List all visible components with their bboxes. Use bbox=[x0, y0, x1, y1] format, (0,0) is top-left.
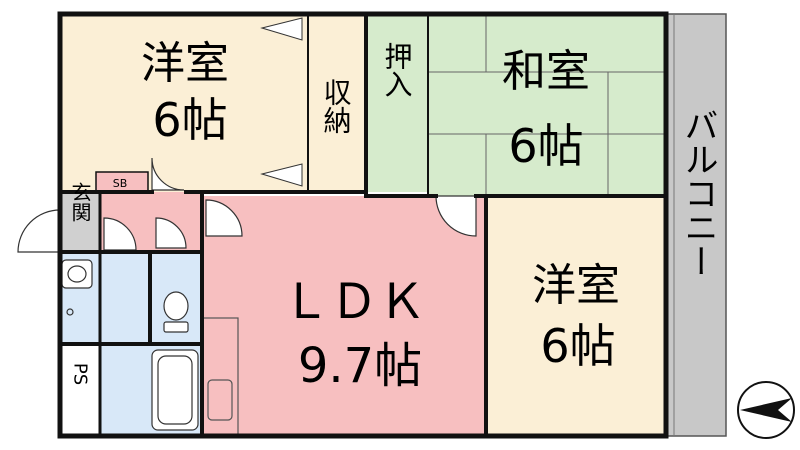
oshiire-closet bbox=[366, 14, 428, 192]
balcony-label: バルコニー bbox=[678, 108, 718, 278]
tatami-lines bbox=[428, 14, 666, 196]
japanese-room bbox=[428, 14, 666, 196]
washbasin-icon bbox=[61, 259, 93, 316]
western-se-size: 6帖 bbox=[540, 319, 615, 373]
storage-label: 収納 bbox=[320, 78, 353, 134]
door-icon-ldk bbox=[205, 199, 243, 237]
entrance-door-icon bbox=[17, 209, 61, 253]
door-icon-japanese bbox=[435, 195, 477, 237]
walls bbox=[57, 11, 669, 439]
western-room-se bbox=[486, 196, 666, 436]
door-icon-toilet bbox=[155, 217, 187, 249]
western-nw-size: 6帖 bbox=[152, 93, 227, 147]
shoe-box-label: SB bbox=[113, 177, 128, 190]
north-arrow-icon bbox=[737, 381, 795, 439]
bathtub-icon bbox=[151, 349, 199, 431]
entrance-label: 玄関 bbox=[68, 182, 92, 222]
ldk-name: ＬＤＫ bbox=[282, 274, 426, 330]
japanese-size: 6帖 bbox=[508, 119, 583, 173]
pipe-space-area bbox=[60, 344, 100, 436]
door-swings bbox=[17, 157, 477, 253]
balcony-area bbox=[665, 13, 727, 437]
pipe-space-label: PS bbox=[70, 363, 91, 385]
door-icon-wash bbox=[103, 217, 137, 251]
door-icon-nw bbox=[151, 157, 185, 191]
oshiire-label: 押入 bbox=[381, 42, 414, 98]
toilet-icon bbox=[163, 291, 189, 333]
ldk-room bbox=[202, 196, 486, 436]
western-se-name: 洋室 bbox=[532, 260, 620, 311]
closet-marks bbox=[260, 17, 303, 187]
ldk-size: 9.7帖 bbox=[298, 338, 422, 394]
western-nw-name: 洋室 bbox=[141, 38, 229, 89]
japanese-name: 和室 bbox=[502, 46, 590, 97]
entrance-area bbox=[60, 192, 100, 252]
storage-closet bbox=[308, 14, 366, 192]
western-room-nw bbox=[60, 14, 308, 192]
